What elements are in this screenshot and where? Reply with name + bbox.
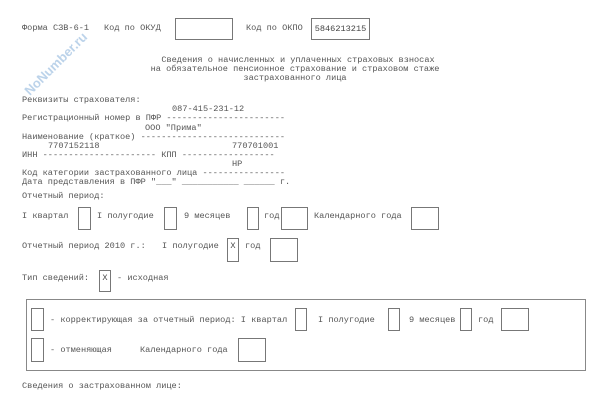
corr-9m-box[interactable] bbox=[460, 308, 472, 331]
period-q1-label: I квартал bbox=[22, 211, 69, 221]
type-initial-label: - исходная bbox=[117, 273, 169, 283]
period-year-label: год bbox=[264, 211, 280, 221]
title-line-2: на обязательное пенсионное страхование и… bbox=[150, 64, 440, 74]
form-label: Форма СЗВ-6-1 bbox=[22, 23, 90, 33]
title-line-3: застрахованного лица bbox=[243, 73, 347, 83]
inn-value: 7707152118 bbox=[48, 141, 100, 151]
okpo-field[interactable]: 5846213215 bbox=[311, 18, 370, 40]
period2010-year-label: год bbox=[245, 241, 261, 251]
corr-h1-checkbox[interactable] bbox=[295, 308, 307, 331]
kpp-value: 770701001 bbox=[232, 141, 279, 151]
reg-number-value: 087-415-231-12 bbox=[172, 104, 245, 114]
period2010-label: Отчетный период 2010 г.: bbox=[22, 241, 146, 251]
corr-9m-label: 9 месяцев bbox=[409, 315, 456, 325]
period-h1-checkbox[interactable] bbox=[164, 207, 177, 230]
corrective-label: - корректирующая за отчетный период: I к… bbox=[50, 315, 288, 325]
corr-year-field[interactable] bbox=[501, 308, 529, 331]
corr-calyear-field[interactable] bbox=[238, 338, 266, 362]
title-line-1: Сведения о начисленных и уплаченных стра… bbox=[161, 55, 435, 65]
insurer-heading: Реквизиты страхователя: bbox=[22, 95, 141, 105]
cancel-label: - отменяющая bbox=[50, 345, 112, 355]
type-initial-checkbox[interactable]: X bbox=[99, 270, 111, 292]
period-9m-checkbox[interactable] bbox=[247, 207, 259, 230]
corrective-checkbox[interactable] bbox=[31, 308, 44, 331]
period2010-h1-label: I полугодие bbox=[162, 241, 219, 251]
name-label: Наименование (краткое) -----------------… bbox=[22, 132, 286, 142]
category-label: Код категории застрахованного лица -----… bbox=[22, 168, 286, 178]
period-calyear-field[interactable] bbox=[411, 207, 439, 230]
okpo-label: Код по ОКПО bbox=[246, 23, 303, 33]
reg-number-label: Регистрационный номер в ПФР ------------… bbox=[22, 113, 286, 123]
date-label: Дата представления в ПФР "___" _________… bbox=[22, 177, 291, 187]
period-heading: Отчетный период: bbox=[22, 191, 105, 201]
category-value: НР bbox=[232, 159, 243, 169]
correction-box bbox=[26, 299, 586, 371]
okud-field[interactable] bbox=[175, 18, 233, 40]
okud-label: Код по ОКУД bbox=[104, 23, 161, 33]
period2010-h1-checkbox[interactable]: X bbox=[227, 238, 239, 262]
period-q1-checkbox[interactable] bbox=[78, 207, 91, 230]
corr-year-label: год bbox=[478, 315, 494, 325]
corr-calyear-label: Календарного года bbox=[140, 345, 228, 355]
inn-kpp-label: ИНН ---------------------- КПП ---------… bbox=[22, 150, 275, 160]
period2010-year-field[interactable] bbox=[270, 238, 298, 262]
corr-9m-checkbox[interactable] bbox=[388, 308, 400, 331]
period-9m-label: 9 месяцев bbox=[184, 211, 231, 221]
cancel-checkbox[interactable] bbox=[31, 338, 44, 362]
period-calyear-label: Календарного года bbox=[314, 211, 402, 221]
period-year-field[interactable] bbox=[281, 207, 308, 230]
period-h1-label: I полугодие bbox=[97, 211, 154, 221]
corr-h1-label: I полугодие bbox=[318, 315, 375, 325]
name-value: ООО "Прима" bbox=[145, 123, 202, 133]
insured-heading: Сведения о застрахованном лице: bbox=[22, 381, 182, 391]
type-label: Тип сведений: bbox=[22, 273, 90, 283]
